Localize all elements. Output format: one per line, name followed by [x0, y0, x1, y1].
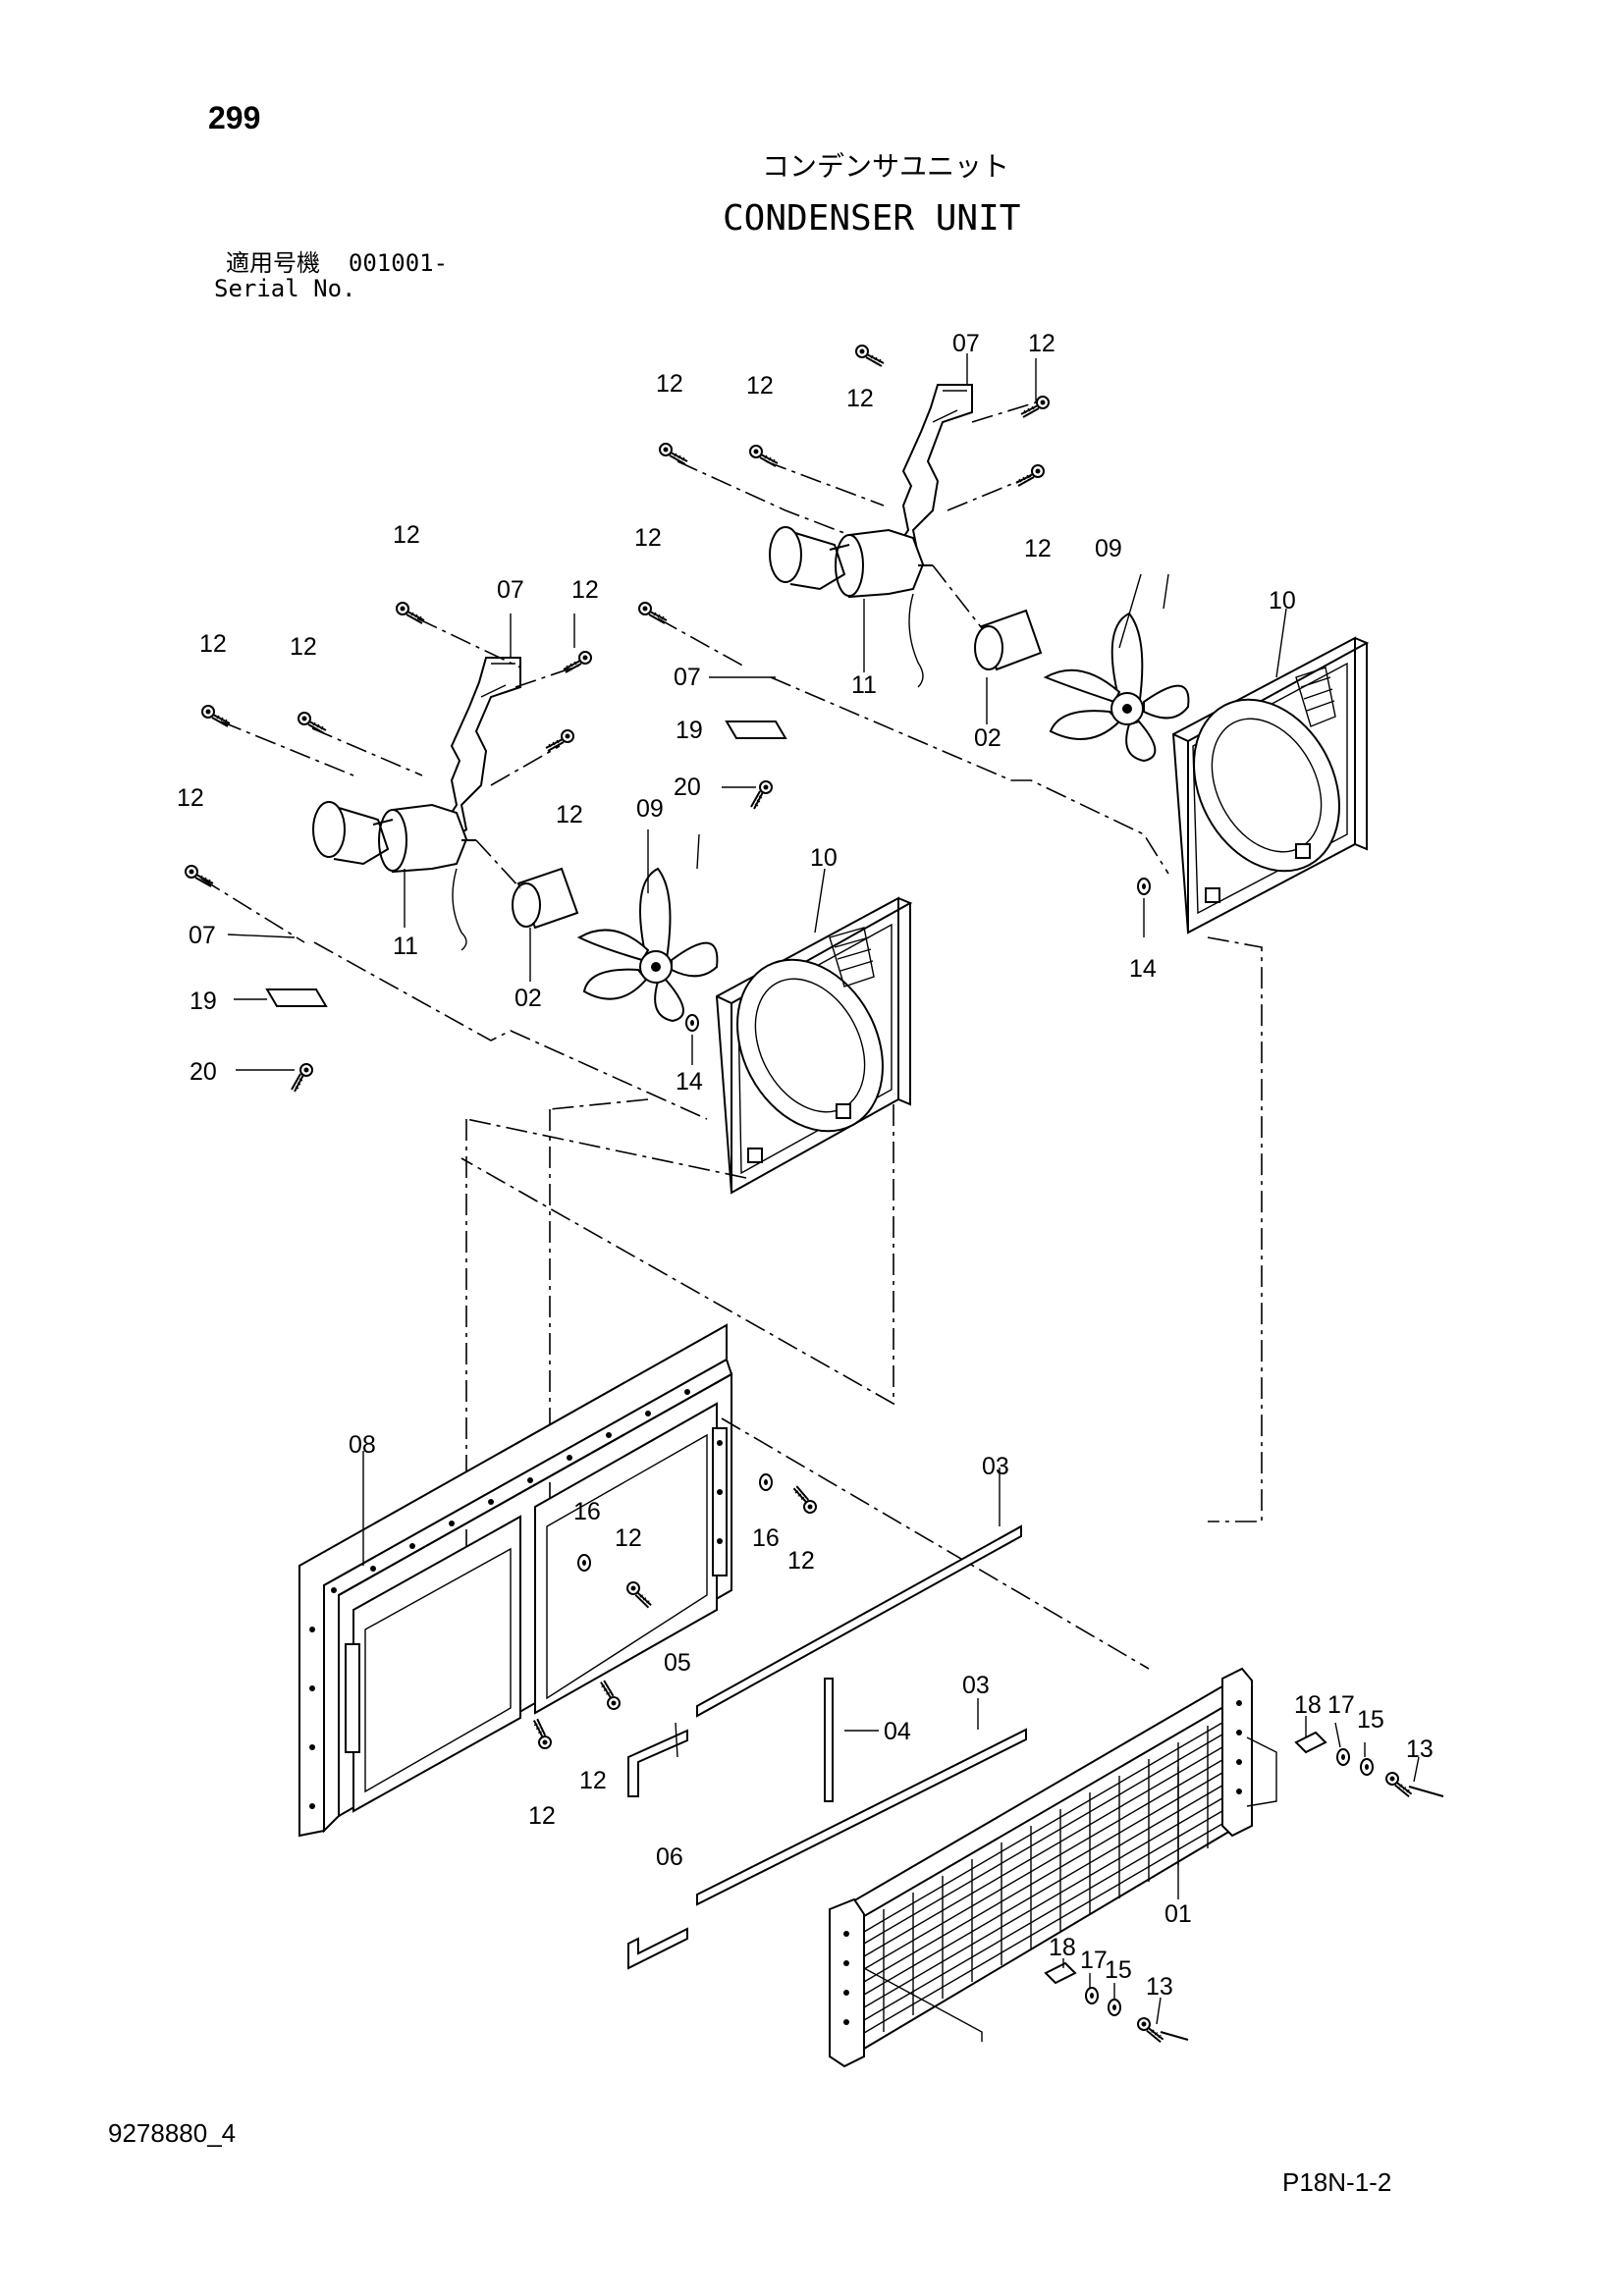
- title-japanese: コンデンサユニット: [762, 150, 1010, 183]
- callout-06: 06: [656, 1843, 683, 1871]
- callout-05: 05: [664, 1649, 691, 1677]
- page-number: 299: [208, 100, 261, 135]
- callout-07: 07: [674, 664, 701, 691]
- callout-20: 20: [674, 774, 701, 801]
- callout-12: 12: [1028, 330, 1056, 357]
- callout-09: 09: [636, 795, 664, 823]
- callout-09: 09: [1095, 535, 1122, 562]
- callout-12: 12: [615, 1524, 642, 1552]
- callout-12: 12: [177, 784, 204, 812]
- upper-fan-blades: [1043, 612, 1190, 763]
- callout-12: 12: [656, 370, 683, 398]
- callout-17: 17: [1327, 1691, 1355, 1719]
- callout-07: 07: [189, 922, 216, 949]
- callout-12: 12: [290, 633, 317, 661]
- page-title: CONDENSER UNIT: [723, 198, 1021, 239]
- callout-10: 10: [810, 844, 838, 872]
- serial-label-jp: 適用号機: [226, 249, 320, 277]
- callout-02: 02: [974, 724, 1001, 752]
- serial-label-english: Serial No.: [214, 275, 356, 302]
- callout-10: 10: [1269, 587, 1296, 614]
- callout-12: 12: [528, 1802, 556, 1830]
- callout-12: 12: [571, 576, 599, 604]
- callout-12: 12: [393, 521, 420, 549]
- mounting-frame: [298, 1323, 822, 1838]
- lower-fan-shroud: [715, 896, 913, 1195]
- seal-strips: [627, 1524, 1027, 1970]
- callout-20: 20: [189, 1058, 217, 1086]
- callout-12: 12: [787, 1547, 815, 1575]
- callout-12: 12: [634, 524, 662, 552]
- document-code: 9278880_4: [108, 2118, 237, 2148]
- callout-13: 13: [1406, 1735, 1434, 1763]
- callout-12: 12: [1024, 535, 1052, 562]
- callout-19: 19: [189, 988, 217, 1015]
- callout-12: 12: [846, 385, 874, 412]
- upper-fan-assembly: [722, 384, 1370, 937]
- callout-16: 16: [752, 1524, 780, 1552]
- callout-12: 12: [579, 1767, 607, 1794]
- callout-02: 02: [514, 985, 542, 1012]
- callout-18: 18: [1049, 1934, 1076, 1961]
- callout-14: 14: [1129, 955, 1157, 983]
- callout-04: 04: [884, 1718, 911, 1745]
- callout-labels: 07 12 12 12 12 12 09 10 12 07 11 02 19 2…: [177, 330, 1434, 2001]
- assembly-lines: [200, 401, 1263, 1698]
- callout-15: 15: [1357, 1706, 1384, 1734]
- callout-08: 08: [349, 1431, 376, 1459]
- callout-07: 07: [952, 330, 980, 357]
- callout-11: 11: [851, 671, 877, 699]
- callout-07: 07: [497, 576, 524, 604]
- callout-01: 01: [1164, 1900, 1192, 1928]
- serial-label-japanese: 適用号機 001001-: [226, 251, 448, 275]
- callout-11: 11: [393, 933, 418, 960]
- callout-12: 12: [746, 372, 774, 400]
- leader-lines: [227, 353, 1420, 2025]
- lower-fan-assembly: [236, 657, 913, 1195]
- callout-03: 03: [962, 1672, 990, 1699]
- callout-19: 19: [676, 717, 703, 744]
- callout-03: 03: [982, 1453, 1009, 1480]
- callout-12: 12: [556, 801, 583, 828]
- callout-14: 14: [676, 1068, 703, 1095]
- serial-value: 001001-: [348, 249, 449, 277]
- callout-17: 17: [1080, 1947, 1108, 1974]
- condenser-core: [829, 1667, 1444, 2068]
- callout-16: 16: [573, 1498, 601, 1525]
- upper-fan-shroud: [1171, 636, 1370, 934]
- callout-18: 18: [1294, 1691, 1322, 1719]
- callout-13: 13: [1146, 1973, 1173, 2001]
- sheet-code: P18N-1-2: [1282, 2167, 1392, 2197]
- callout-15: 15: [1105, 1956, 1132, 1984]
- callout-12: 12: [199, 630, 227, 658]
